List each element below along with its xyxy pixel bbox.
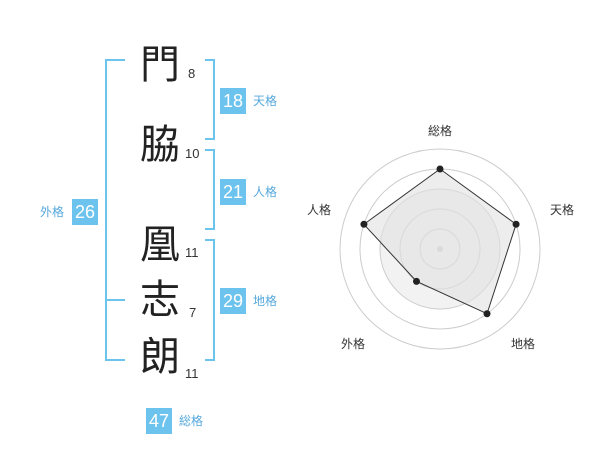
radar-point-4	[412, 277, 420, 285]
radar-label-chikaku: 地格	[511, 337, 536, 351]
stroke-count-2: 10	[185, 146, 200, 161]
soukaku-label: 総格	[179, 414, 204, 428]
chikaku-label: 地格	[253, 294, 278, 308]
name-char-3: 凰	[140, 222, 180, 268]
stroke-count-1: 8	[188, 66, 196, 81]
radar-point-1	[436, 165, 444, 173]
name-char-5: 朗	[140, 334, 180, 380]
jinkaku-value: 21	[220, 179, 246, 205]
soukaku-value: 47	[146, 408, 172, 434]
radar-point-5	[360, 220, 368, 228]
stroke-count-3: 11	[185, 245, 199, 260]
name-char-2: 脇	[140, 122, 180, 168]
tenkaku-label: 天格	[253, 94, 278, 108]
chikaku-value: 29	[220, 288, 246, 314]
tenkaku-value: 18	[220, 88, 246, 114]
name-char-1: 門	[140, 42, 180, 88]
gaikaku-value: 26	[72, 199, 98, 225]
radar-label-tenkaku: 天格	[550, 203, 575, 217]
radar-label-soukaku: 総格	[428, 124, 453, 138]
jinkaku-bracket	[205, 149, 215, 230]
gaikaku-label: 外格	[40, 205, 65, 219]
gaikaku-bracket	[105, 59, 125, 361]
tenkaku-bracket	[205, 59, 215, 140]
jinkaku-label: 人格	[253, 185, 278, 199]
radar-value-polygon	[363, 168, 517, 315]
radar-label-jinkaku: 人格	[307, 203, 332, 217]
stroke-count-5: 11	[185, 366, 199, 381]
chikaku-bracket	[205, 239, 215, 361]
radar-label-gaikaku: 外格	[341, 337, 366, 351]
stroke-count-4: 7	[189, 305, 197, 320]
radar-point-3	[483, 310, 491, 318]
name-char-4: 志	[140, 277, 180, 323]
radar-point-2	[512, 220, 520, 228]
